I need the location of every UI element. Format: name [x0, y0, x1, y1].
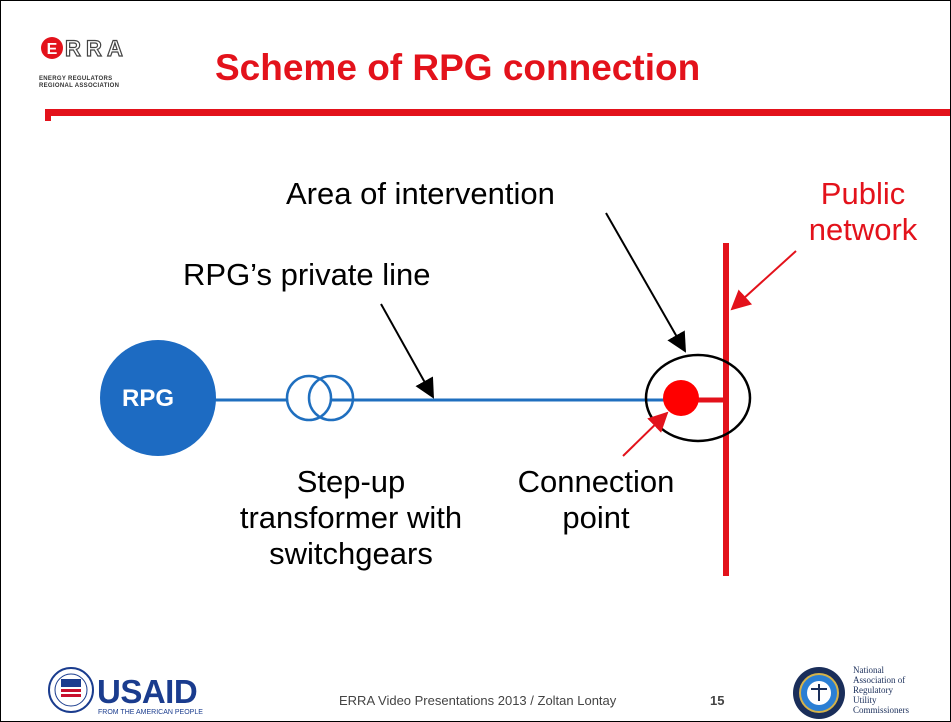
presentation-credit: ERRA Video Presentations 2013 / Zoltan L…	[339, 693, 617, 708]
transformer-coil-right	[307, 374, 355, 422]
transformer-label: Step-up transformer with switchgears	[239, 464, 463, 571]
page-number: 15	[710, 693, 725, 708]
erra-logo-subtitle: ENERGY REGULATORS REGIONAL ASSOCIATION	[39, 76, 120, 89]
rpg-label: RPG	[122, 385, 175, 412]
usaid-tagline: FROM THE AMERICAN PEOPLE	[98, 709, 203, 716]
public-network-arrow	[730, 250, 797, 311]
intervention-ellipse	[644, 353, 752, 443]
erra-logo-letters: E	[47, 41, 58, 58]
private-line-arrow	[380, 303, 434, 399]
svg-text:A: A	[107, 36, 123, 61]
erra-logo: E R R A	[41, 35, 124, 62]
rpg-circle	[100, 340, 216, 456]
intervention-label: Area of intervention	[286, 176, 555, 211]
slide-title: Scheme of RPG connection	[215, 47, 701, 88]
naruc-name: National Association of Regulatory Utili…	[853, 665, 910, 715]
connection-point	[663, 380, 699, 416]
svg-text:R: R	[86, 36, 102, 61]
public-network-label: Public network	[808, 176, 918, 247]
usaid-seal-icon	[48, 667, 94, 713]
connection-point-arrow	[622, 411, 669, 457]
title-underline	[45, 109, 950, 116]
svg-text:R: R	[65, 36, 81, 61]
connection-point-label: Connection point	[517, 464, 675, 535]
private-line-label: RPG’s private line	[183, 257, 431, 292]
naruc-seal-icon	[793, 667, 845, 719]
title-underline-stub	[45, 109, 51, 121]
intervention-arrow	[605, 212, 686, 353]
usaid-wordmark: USAID	[97, 673, 198, 710]
